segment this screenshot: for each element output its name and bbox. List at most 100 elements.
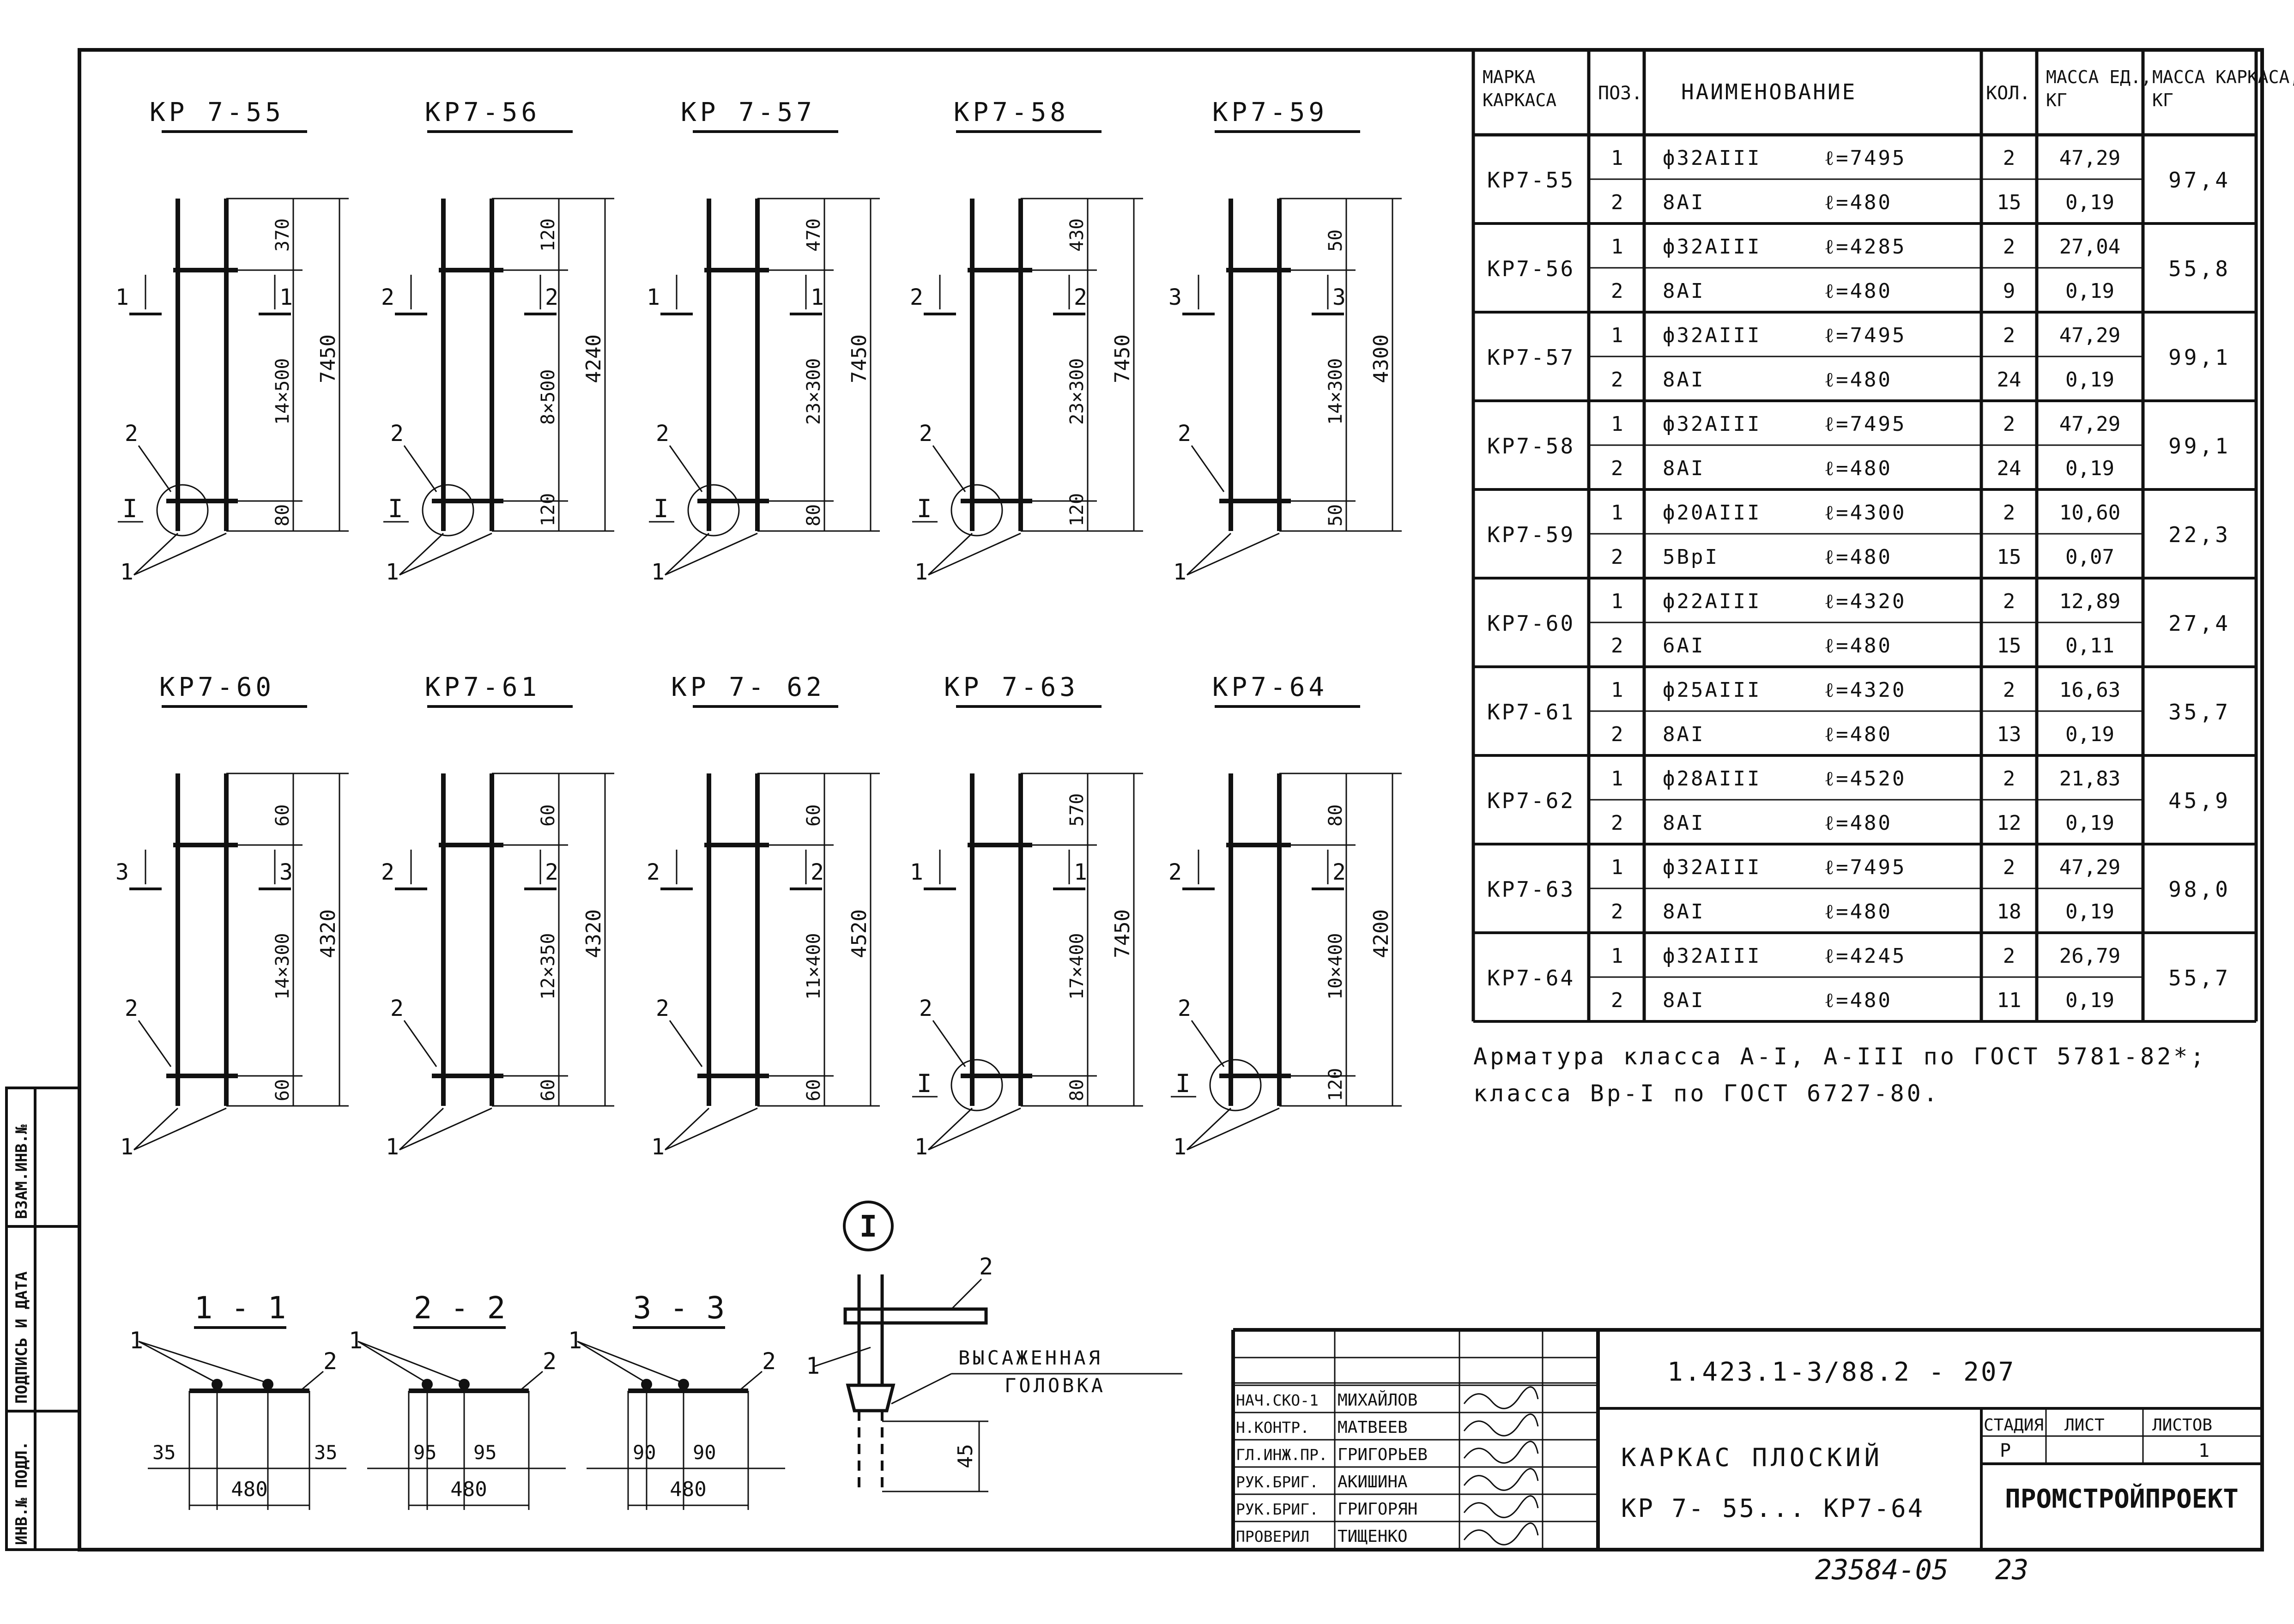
spec-name: ф25АIII (1663, 678, 1761, 702)
dim-bottom-gap: 60 (538, 1079, 559, 1101)
section-marker-right: 1 (811, 284, 824, 310)
dim-top-gap: 370 (272, 218, 293, 252)
spec-mass: 27,04 (2059, 235, 2120, 259)
spec-pos: 1 (1611, 235, 1623, 259)
spec-pos: 1 (1611, 678, 1623, 702)
dim-top-gap: 120 (538, 218, 559, 252)
spec-total-mass: 27,4 (2168, 611, 2231, 636)
dim-total: 4240 (582, 334, 605, 383)
sheets-label: ЛИСТОВ (2152, 1416, 2212, 1435)
dim-bottom-gap: 80 (272, 504, 293, 526)
spec-mass: 0,19 (2065, 368, 2114, 392)
spec-mass: 0,07 (2065, 545, 2114, 569)
pos-label-2: 2 (1178, 421, 1191, 447)
spec-qty: 2 (2003, 324, 2016, 347)
spec-length: ℓ=7495 (1824, 146, 1907, 170)
spec-mass: 0,19 (2065, 811, 2114, 835)
role-name: МАТВЕЕВ (1338, 1418, 1408, 1437)
detail-dim: 45 (954, 1444, 977, 1468)
spec-qty: 2 (2003, 590, 2016, 613)
spec-pos: 2 (1611, 634, 1623, 658)
section-marker-right: 2 (545, 284, 558, 310)
spec-mass: 0,19 (2065, 457, 2114, 480)
pos-label-1: 1 (120, 1134, 133, 1160)
spec-pos: 2 (1611, 723, 1623, 746)
pos-label-1: 1 (651, 1134, 665, 1160)
spec-mass: 12,89 (2059, 590, 2120, 613)
spec-name: 8АI (1663, 811, 1705, 835)
detail-ref: I (859, 1210, 878, 1244)
signature-mark (1463, 1441, 1539, 1464)
note-line-2: класса Вр-I по ГОСТ 6727-80. (1473, 1080, 1940, 1107)
section-marker-right: 1 (1074, 859, 1087, 885)
pos-label-2: 2 (1178, 996, 1191, 1021)
spec-mark: КР7-62 (1487, 788, 1575, 813)
stage-value: Р (2000, 1440, 2011, 1461)
pos-label-2: 2 (390, 996, 404, 1021)
section-pos-2: 2 (323, 1348, 337, 1375)
spec-qty: 24 (1997, 457, 2022, 480)
section-dim-right: 90 (693, 1441, 716, 1464)
detail-label-2: 2 (979, 1253, 993, 1280)
pos-label-2: 2 (125, 421, 138, 447)
pos-label-2: 2 (919, 421, 932, 447)
section-dim-width: 480 (670, 1478, 706, 1501)
doc-code: 1.423.1-3/88.2 - 207 (1667, 1357, 2016, 1387)
spec-total-mass: 35,7 (2168, 700, 2231, 724)
spec-mark: КР7-59 (1487, 522, 1575, 547)
spec-name: 8АI (1663, 723, 1705, 746)
role-title: РУК.БРИГ. (1236, 1500, 1319, 1518)
section-marker-right: 2 (545, 859, 558, 885)
frame-mark: КР 7-57 (681, 97, 816, 127)
dim-total: 4520 (847, 909, 871, 958)
section-marker-right: 2 (811, 859, 824, 885)
spec-mass: 47,29 (2059, 146, 2120, 170)
role-title: ПРОВЕРИЛ (1236, 1527, 1309, 1546)
section-dim-left: 95 (413, 1441, 437, 1464)
spec-pos: 1 (1611, 324, 1623, 347)
spec-pos: 1 (1611, 856, 1623, 879)
spec-mass: 0,19 (2065, 900, 2114, 924)
section-pos-1: 1 (349, 1327, 363, 1354)
spec-pos: 2 (1611, 457, 1623, 480)
dim-spacing: 11×400 (803, 933, 824, 1000)
section-dim-left: 35 (152, 1441, 176, 1464)
dim-total: 4320 (316, 909, 340, 958)
dim-bottom-gap: 50 (1325, 504, 1346, 526)
pos-label-2: 2 (919, 996, 932, 1021)
spec-total-mass: 99,1 (2168, 345, 2231, 370)
dim-total: 7450 (847, 334, 871, 383)
spec-pos: 1 (1611, 767, 1623, 791)
spec-qty: 2 (2003, 412, 2016, 436)
spec-qty: 2 (2003, 678, 2016, 702)
spec-header: КГ (2046, 90, 2067, 110)
section-dim-left: 90 (633, 1441, 656, 1464)
pos-label-1: 1 (1173, 559, 1186, 585)
role-title: Н.КОНТР. (1236, 1419, 1309, 1437)
spec-mass: 0,19 (2065, 191, 2114, 214)
spec-length: ℓ=480 (1824, 634, 1892, 658)
dim-total: 7450 (1111, 334, 1134, 383)
frame-mark: КР7-59 (1212, 97, 1328, 127)
detail-label-1: 1 (806, 1352, 820, 1379)
role-name: ГРИГОРЬЕВ (1338, 1445, 1428, 1464)
spec-qty: 9 (2003, 279, 2016, 303)
dim-bottom-gap: 60 (272, 1079, 293, 1101)
dim-top-gap: 60 (803, 804, 824, 827)
spec-qty: 11 (1997, 989, 2022, 1012)
spec-name: 5ВрI (1663, 545, 1719, 569)
spec-qty: 12 (1997, 811, 2022, 835)
section-marker-left: 2 (1168, 859, 1182, 885)
section-dim-width: 480 (231, 1478, 267, 1501)
spec-name: ф32АIII (1663, 856, 1761, 879)
frame-mark: КР7-58 (954, 97, 1069, 127)
spec-length: ℓ=480 (1824, 989, 1892, 1012)
section-dim-right: 35 (314, 1441, 338, 1464)
sheet-border (78, 48, 2264, 1552)
